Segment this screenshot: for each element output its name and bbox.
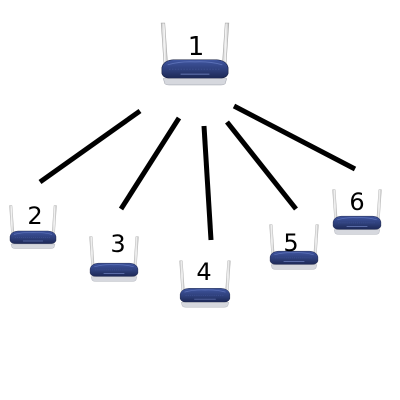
router-node-2: 2 xyxy=(9,202,57,249)
links-group xyxy=(38,103,357,241)
router-node-3: 3 xyxy=(89,230,139,282)
link-1-to-4 xyxy=(201,125,214,241)
node-label-5: 5 xyxy=(283,229,298,257)
node-label-6: 6 xyxy=(349,188,364,216)
node-label-3: 3 xyxy=(110,230,125,258)
node-label-2: 2 xyxy=(27,202,42,230)
link-1-to-3 xyxy=(118,116,182,211)
router-node-4: 4 xyxy=(179,258,231,308)
link-1-to-2 xyxy=(38,108,142,185)
node-label-1: 1 xyxy=(188,32,205,62)
link-1-to-5 xyxy=(225,120,298,211)
link-1-to-6 xyxy=(232,103,357,172)
node-label-4: 4 xyxy=(196,258,211,286)
router-node-1: 1 xyxy=(160,22,230,86)
router-node-6: 6 xyxy=(332,188,382,235)
router-node-5: 5 xyxy=(269,224,319,270)
